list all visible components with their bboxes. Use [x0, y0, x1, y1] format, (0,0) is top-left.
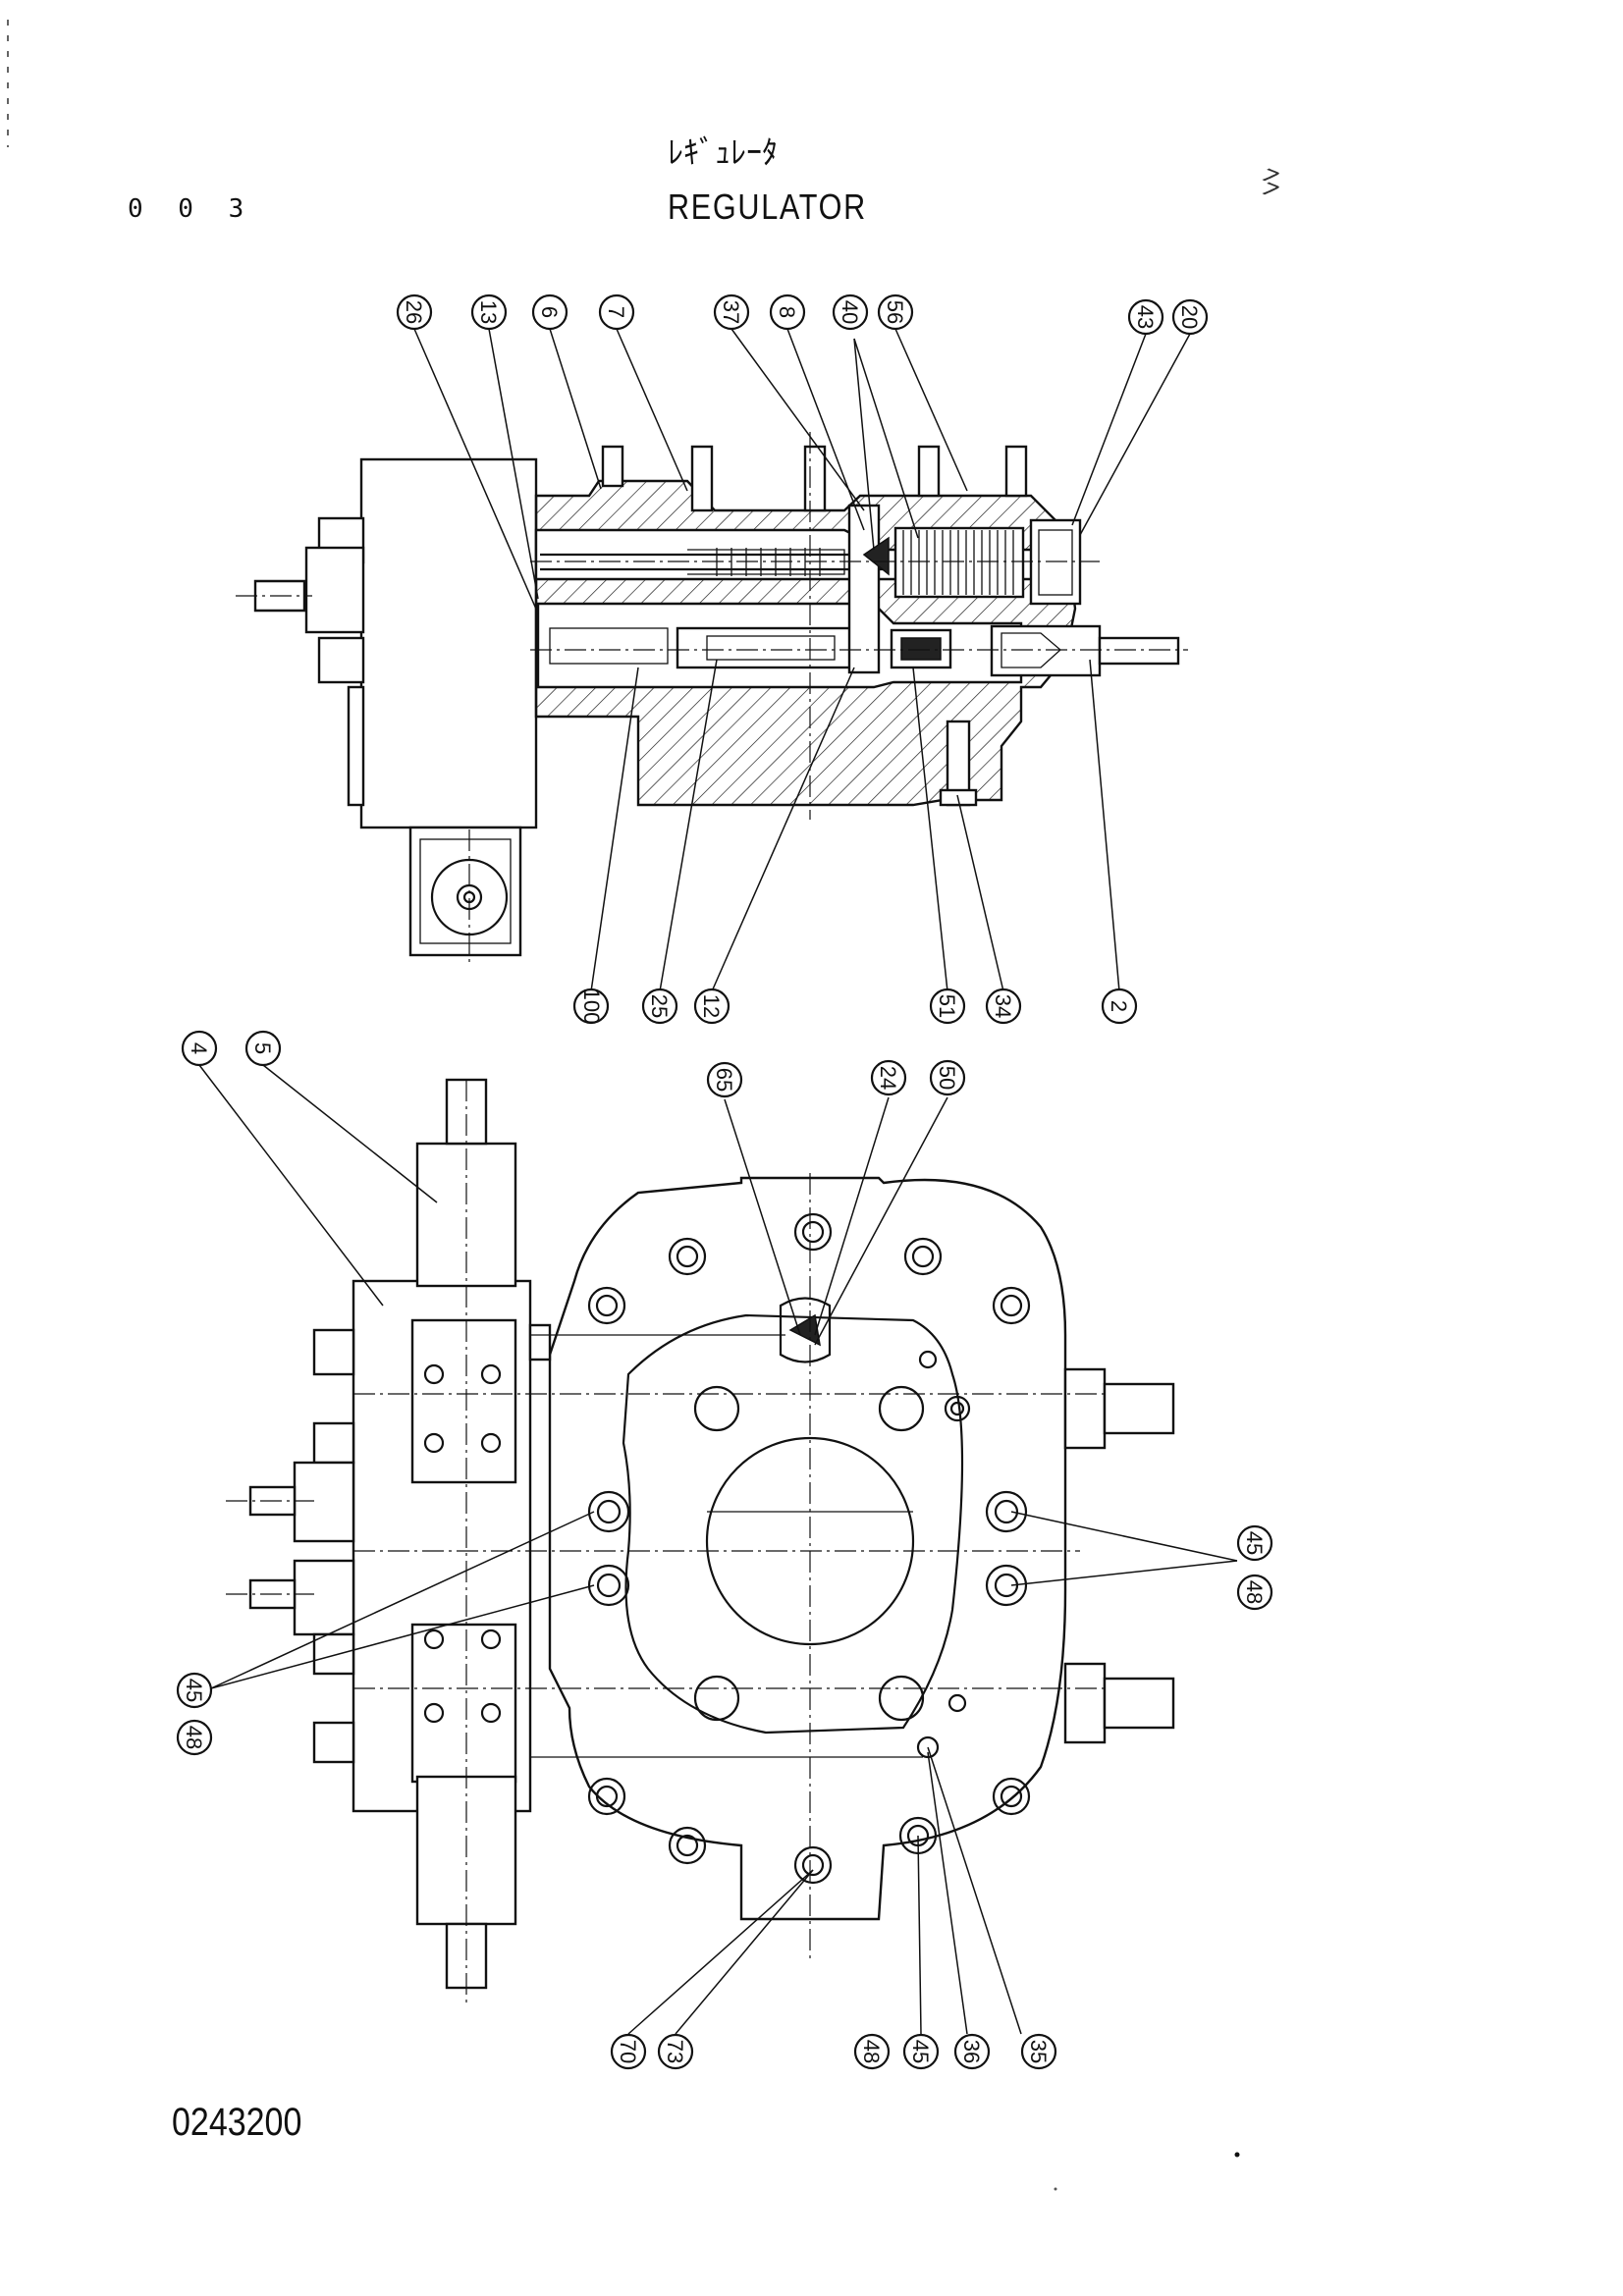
svg-text:7: 7	[604, 306, 628, 318]
callout-48-right: 48	[1236, 1574, 1273, 1611]
svg-text:35: 35	[1026, 2040, 1051, 2063]
top-section-view: 26 13 6 7 37 8 40 56 43 20 100 25 12 51 …	[236, 294, 1209, 1025]
callout-20: 20	[1171, 298, 1209, 336]
callout-43: 43	[1127, 298, 1164, 336]
svg-text:12: 12	[699, 994, 724, 1018]
callout-7: 7	[598, 294, 635, 331]
callout-48-left: 48	[176, 1719, 213, 1756]
svg-text:5: 5	[250, 1042, 275, 1054]
svg-text:100: 100	[579, 988, 604, 1025]
svg-text:43: 43	[1133, 305, 1158, 329]
scan-specks	[1054, 2152, 1240, 2191]
svg-text:48: 48	[859, 2040, 884, 2063]
callout-45-right: 45	[1236, 1524, 1273, 1562]
svg-text:8: 8	[775, 306, 799, 318]
svg-text:65: 65	[712, 1068, 736, 1092]
svg-text:50: 50	[935, 1066, 959, 1090]
callout-48-bottom: 48	[853, 2033, 891, 2070]
callout-5: 5	[244, 1030, 282, 1067]
svg-text:36: 36	[959, 2040, 984, 2063]
svg-text:2: 2	[1107, 1000, 1131, 1012]
title-english: REGULATOR	[668, 187, 867, 227]
svg-text:73: 73	[663, 2040, 687, 2063]
svg-text:4: 4	[187, 1042, 211, 1054]
svg-text:26: 26	[402, 300, 426, 324]
callout-36: 36	[953, 2033, 991, 2070]
svg-text:20: 20	[1177, 305, 1202, 329]
callout-25: 25	[641, 988, 678, 1025]
svg-text:37: 37	[719, 300, 743, 324]
svg-text:45: 45	[1242, 1531, 1267, 1555]
callout-56: 56	[877, 294, 914, 331]
svg-text:6: 6	[537, 306, 562, 318]
callout-34: 34	[985, 988, 1022, 1025]
callout-51: 51	[929, 988, 966, 1025]
callout-35: 35	[1020, 2033, 1057, 2070]
svg-text:48: 48	[1242, 1580, 1267, 1604]
callout-45-left: 45	[176, 1672, 213, 1709]
svg-text:45: 45	[908, 2040, 933, 2063]
callout-70: 70	[610, 2033, 647, 2070]
callout-100: 100	[572, 988, 610, 1025]
callout-8: 8	[769, 294, 806, 331]
callout-13: 13	[470, 294, 508, 331]
callout-4: 4	[181, 1030, 218, 1067]
svg-text:13: 13	[476, 300, 501, 324]
bottom-plan-view: 4 5 65 24 50 45 48 45 48 70 73 48 45 36 …	[176, 1030, 1273, 2070]
callout-45-bottom: 45	[902, 2033, 940, 2070]
svg-text:24: 24	[876, 1066, 900, 1090]
callout-50: 50	[929, 1059, 966, 1096]
callout-26: 26	[396, 294, 433, 331]
drawing-number: 0243200	[172, 2101, 302, 2144]
svg-text:40: 40	[838, 300, 862, 324]
title-japanese: ﾚｷﾞｭﾚｰﾀ	[668, 133, 779, 171]
callout-24: 24	[870, 1059, 907, 1096]
svg-text:25: 25	[647, 994, 672, 1018]
svg-text:45: 45	[182, 1679, 206, 1702]
svg-text:70: 70	[616, 2040, 640, 2063]
callout-65: 65	[706, 1061, 743, 1098]
callout-6: 6	[531, 294, 568, 331]
callout-12: 12	[693, 988, 730, 1025]
callout-37: 37	[713, 294, 750, 331]
svg-text:51: 51	[935, 994, 959, 1018]
svg-text:56: 56	[883, 300, 907, 324]
callout-2: 2	[1101, 988, 1138, 1025]
callout-73: 73	[657, 2033, 694, 2070]
callout-40: 40	[832, 294, 869, 331]
svg-text:48: 48	[182, 1726, 206, 1749]
page-number: 0 0 3	[128, 194, 254, 224]
svg-text:34: 34	[991, 994, 1015, 1018]
